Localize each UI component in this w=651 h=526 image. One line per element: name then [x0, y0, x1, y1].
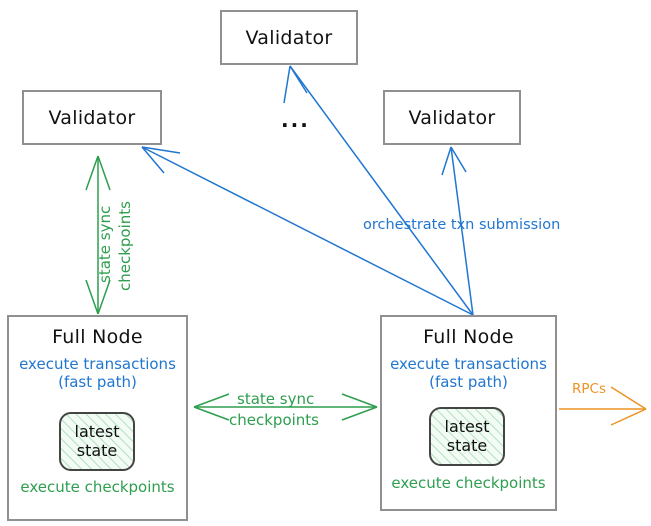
- state-sync-horizontal-label-line2: checkpoints: [229, 411, 319, 429]
- fullnode-left-green-text: execute checkpoints: [20, 478, 175, 496]
- validator-left-label: Validator: [48, 106, 136, 129]
- state-sync-vertical-label-line2: checkpoints: [116, 201, 134, 291]
- fullnode-box-right[interactable]: Full Node execute transactions (fast pat…: [380, 315, 557, 511]
- fullnode-left-blue-line1: execute transactions: [19, 355, 176, 373]
- validators-ellipsis: ...: [281, 108, 310, 132]
- validator-box-left[interactable]: Validator: [22, 90, 162, 145]
- fullnode-left-state-line1: latest: [74, 421, 120, 441]
- validator-box-top[interactable]: Validator: [220, 10, 358, 65]
- fullnode-left-blue-line2: (fast path): [58, 373, 137, 392]
- fullnode-right-blue-text: execute transactions (fast path): [390, 355, 547, 392]
- fullnode-right-state-line2: state: [446, 435, 488, 455]
- fullnode-left-blue-text: execute transactions (fast path): [19, 355, 176, 392]
- fullnode-right-state-line1: latest: [444, 416, 490, 436]
- fullnode-right-blue-line1: execute transactions: [390, 355, 547, 373]
- fullnode-left-latest-state-box[interactable]: latest state: [59, 412, 135, 471]
- fullnode-right-latest-state-box[interactable]: latest state: [429, 407, 505, 466]
- fullnode-right-title: Full Node: [423, 326, 514, 348]
- fullnode-right-green-text: execute checkpoints: [391, 474, 546, 492]
- fullnode-left-state-line2: state: [76, 440, 118, 460]
- validator-top-label: Validator: [245, 26, 333, 49]
- orchestrate-txn-submission-label: orchestrate txn submission: [363, 217, 561, 233]
- state-sync-vertical-label-line1: state sync: [96, 205, 114, 283]
- fullnode-box-left[interactable]: Full Node execute transactions (fast pat…: [7, 315, 188, 521]
- validator-box-right[interactable]: Validator: [383, 90, 521, 145]
- validator-right-label: Validator: [408, 106, 496, 129]
- rpcs-label: RPCs: [572, 381, 606, 397]
- fullnode-right-blue-line2: (fast path): [429, 373, 508, 392]
- state-sync-horizontal-label-line1: state sync: [237, 390, 315, 408]
- fullnode-left-title: Full Node: [52, 326, 143, 348]
